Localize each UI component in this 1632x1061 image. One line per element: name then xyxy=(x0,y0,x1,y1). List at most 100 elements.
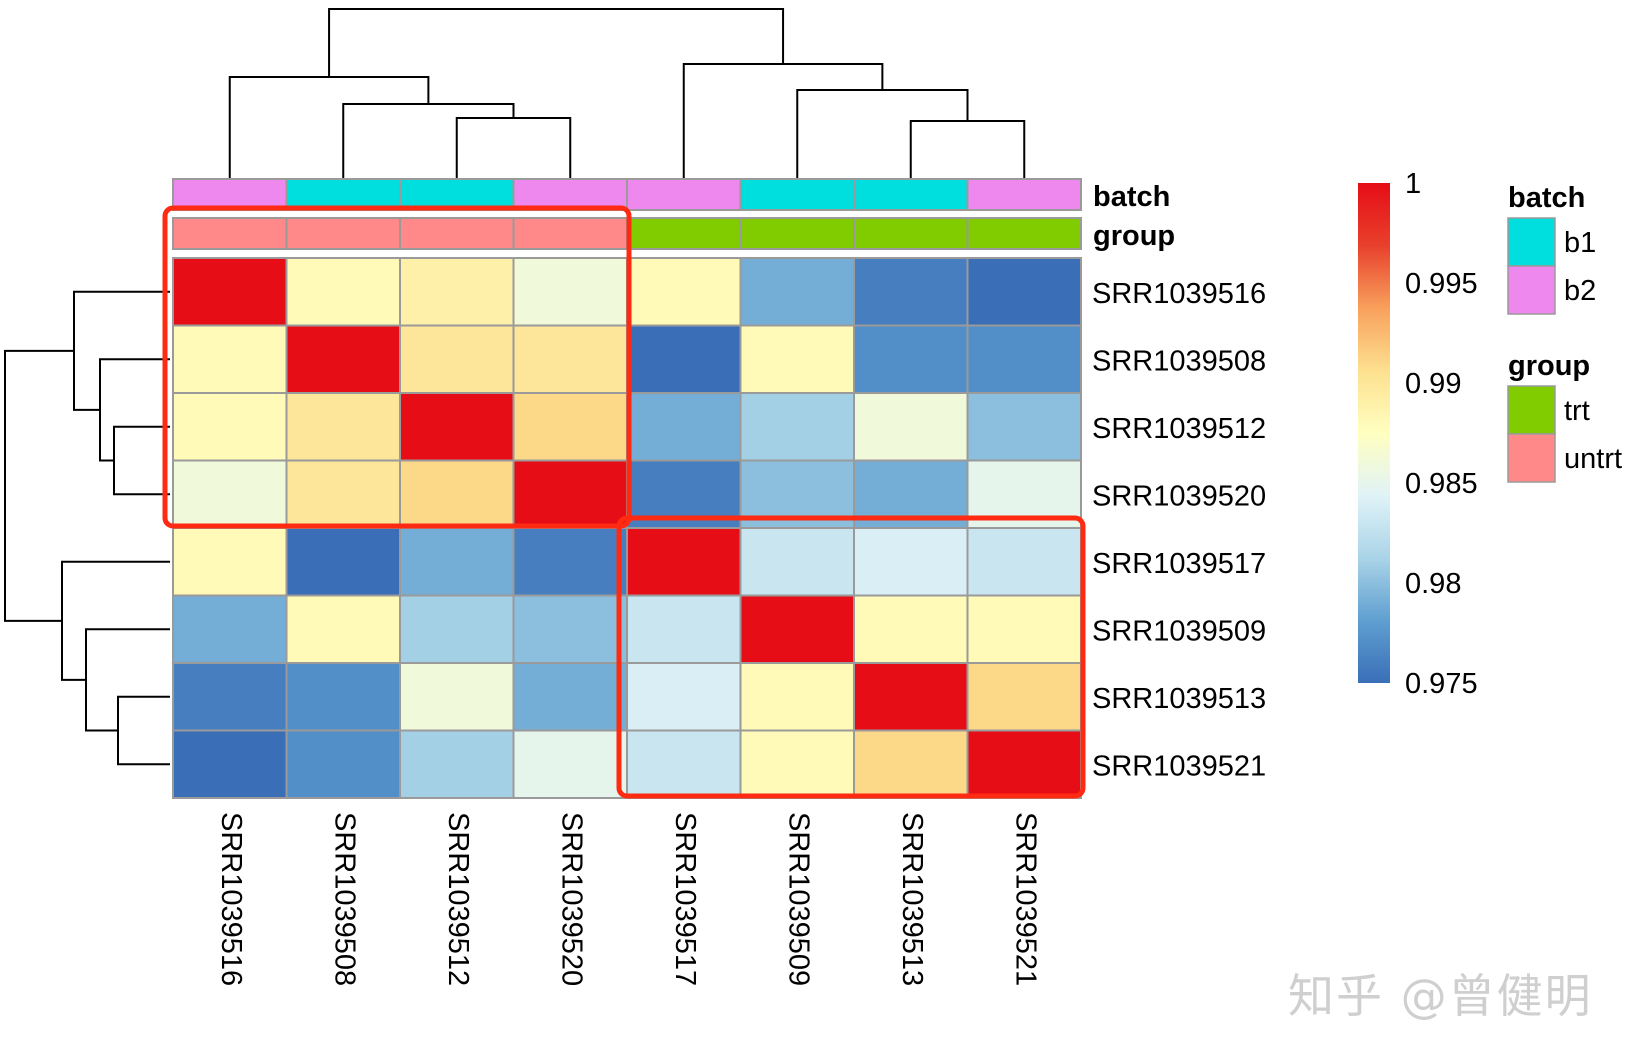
heatmap-cell xyxy=(285,729,401,799)
column-labels: SRR1039516 SRR1039508 SRR1039512 SRR1039520… xyxy=(215,812,1042,986)
batch-annotation-cell xyxy=(739,178,855,211)
column-label: SRR1039521 xyxy=(1010,812,1042,986)
colorbar-tick-label: 1 xyxy=(1405,168,1421,200)
heatmap-cell xyxy=(399,324,515,394)
group-annotation-cell xyxy=(853,217,969,250)
heatmap-cell xyxy=(172,729,288,799)
heatmap-cell xyxy=(512,594,628,664)
heatmap-cell xyxy=(626,527,742,597)
batch-legend-swatch xyxy=(1507,217,1556,267)
heatmap-cell xyxy=(966,729,1082,799)
batch-annotation-label: batch xyxy=(1093,181,1170,213)
heatmap-cell xyxy=(966,392,1082,462)
heatmap-cell xyxy=(626,594,742,664)
row-label: SRR1039521 xyxy=(1092,750,1266,782)
heatmap-cell xyxy=(966,527,1082,597)
heatmap-cell xyxy=(739,392,855,462)
heatmap-cell xyxy=(626,324,742,394)
highlight-box xyxy=(616,515,1086,799)
heatmap-cell xyxy=(853,594,969,664)
row-label: SRR1039520 xyxy=(1092,480,1266,512)
heatmap-cell xyxy=(285,594,401,664)
heatmap-cell xyxy=(285,324,401,394)
heatmap-cell xyxy=(512,459,628,529)
column-dendrogram xyxy=(228,8,1026,180)
heatmap-cell xyxy=(626,392,742,462)
colorbar-tick-label: 0.99 xyxy=(1405,368,1461,400)
row-label: SRR1039509 xyxy=(1092,615,1266,647)
heatmap-cell xyxy=(739,257,855,327)
heatmap-cell xyxy=(399,729,515,799)
group-legend-title: group xyxy=(1508,350,1590,382)
heatmap-cell xyxy=(172,594,288,664)
heatmap-cell xyxy=(512,257,628,327)
group-legend-label: untrt xyxy=(1564,443,1622,475)
row-label: SRR1039517 xyxy=(1092,548,1266,580)
heatmap-cell xyxy=(172,527,288,597)
batch-legend-title: batch xyxy=(1508,182,1585,214)
group-annotation-cell xyxy=(285,217,401,250)
heatmap-cell xyxy=(853,257,969,327)
heatmap-cell xyxy=(512,392,628,462)
heatmap-cell xyxy=(285,459,401,529)
batch-annotation-cell xyxy=(172,178,288,211)
row-dendrogram-branches xyxy=(4,290,170,766)
column-label: SRR1039516 xyxy=(215,812,247,986)
heatmap-cell xyxy=(399,459,515,529)
heatmap-cell xyxy=(399,257,515,327)
heatmap-cell xyxy=(739,594,855,664)
heatmap-cell xyxy=(172,459,288,529)
row-label: SRR1039516 xyxy=(1092,278,1266,310)
column-label: SRR1039520 xyxy=(556,812,588,986)
column-label: SRR1039508 xyxy=(329,812,361,986)
batch-legend-swatch xyxy=(1507,265,1556,315)
colorbar-tick-label: 0.98 xyxy=(1405,568,1461,600)
heatmap-cell xyxy=(626,662,742,732)
row-dendrogram xyxy=(4,290,170,766)
heatmap-cell xyxy=(172,257,288,327)
heatmap-cell xyxy=(399,392,515,462)
batch-annotation-cell xyxy=(285,178,401,211)
heatmap-cell xyxy=(626,257,742,327)
heatmap-cell xyxy=(966,662,1082,732)
heatmap-cell xyxy=(512,324,628,394)
heatmap-cell xyxy=(739,527,855,597)
heatmap-cell xyxy=(285,392,401,462)
row-label: SRR1039512 xyxy=(1092,413,1266,445)
batch-legend-label: b2 xyxy=(1564,275,1596,307)
heatmap-cell xyxy=(512,729,628,799)
group-legend-swatch xyxy=(1507,433,1556,483)
heatmap-cell xyxy=(399,527,515,597)
column-label: SRR1039517 xyxy=(669,812,701,986)
row-labels: SRR1039516SRR1039508SRR1039512SRR1039520… xyxy=(1092,278,1266,783)
batch-legend-label: b1 xyxy=(1564,227,1596,259)
heatmap-cell xyxy=(285,662,401,732)
colorbar-tick-label: 0.985 xyxy=(1405,468,1478,500)
column-dendrogram-branches xyxy=(228,8,1026,180)
row-label: SRR1039508 xyxy=(1092,345,1266,377)
batch-annotation-cell xyxy=(512,178,628,211)
heatmap-cell xyxy=(853,729,969,799)
colorbar-gradient-bar xyxy=(1358,183,1390,683)
heatmap-cell xyxy=(853,324,969,394)
heatmap-cell xyxy=(512,662,628,732)
batch-annotation-cell xyxy=(399,178,515,211)
heatmap-cell xyxy=(172,324,288,394)
watermark-text: 知乎 @曾健明 xyxy=(1288,969,1593,1023)
group-annotation-cell xyxy=(399,217,515,250)
heatmap-cell xyxy=(739,662,855,732)
heatmap-cell xyxy=(853,392,969,462)
column-label: SRR1039512 xyxy=(442,812,474,986)
heatmap-cell xyxy=(739,324,855,394)
highlight-boxes xyxy=(162,205,1086,799)
heatmap-cell xyxy=(172,392,288,462)
colorbar-tick-label: 0.995 xyxy=(1405,268,1478,300)
heatmap-cell xyxy=(853,662,969,732)
group-annotation-cell xyxy=(966,217,1082,250)
row-label: SRR1039513 xyxy=(1092,683,1266,715)
highlight-box xyxy=(162,205,632,529)
